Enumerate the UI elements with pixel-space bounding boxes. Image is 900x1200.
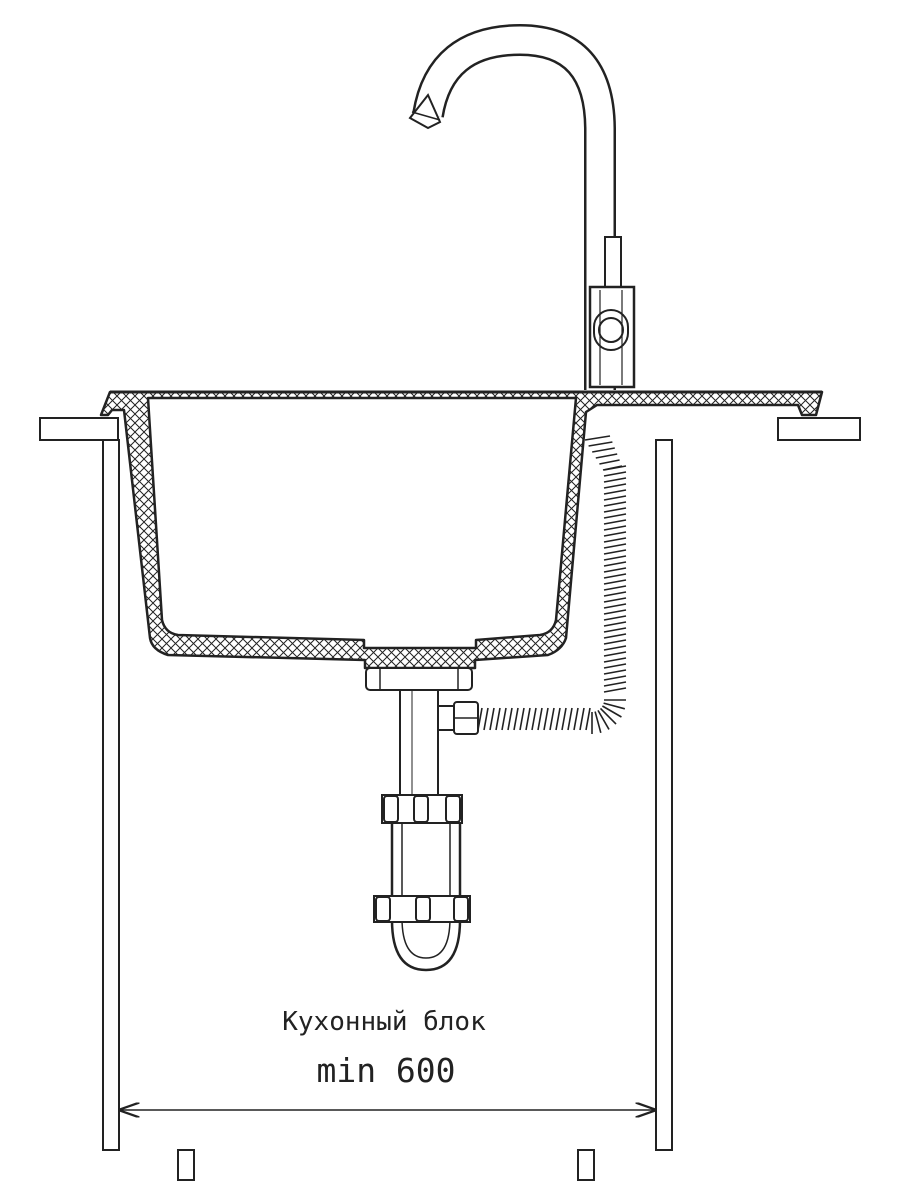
overflow-hose — [477, 435, 627, 734]
cabinet-label: Кухонный блок — [282, 1007, 486, 1037]
countertop-left — [39, 417, 119, 441]
sink-bowl — [99, 390, 824, 670]
min-width-label: min 600 — [316, 1051, 455, 1090]
countertop-right — [777, 417, 861, 441]
overflow-connector — [437, 701, 479, 735]
cabinet-foot-right — [577, 1149, 595, 1181]
siphon-trap — [390, 689, 462, 972]
faucet-handle — [588, 236, 636, 389]
cabinet-foot-left — [177, 1149, 195, 1181]
cabinet-left-panel — [102, 439, 120, 1151]
drain-outlet — [365, 667, 473, 691]
faucet — [408, 23, 616, 390]
siphon-clamp-upper — [381, 794, 463, 824]
siphon-clamp-lower — [373, 895, 471, 923]
cabinet-right-panel — [655, 439, 673, 1151]
